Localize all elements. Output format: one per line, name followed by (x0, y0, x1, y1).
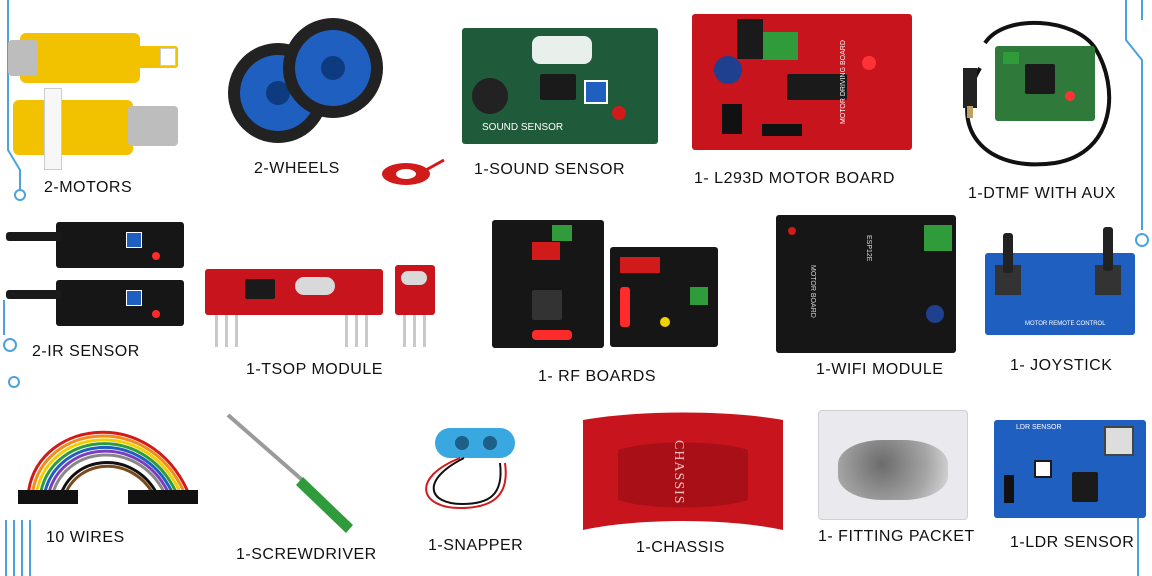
screwdriver-image (226, 413, 353, 533)
label-ir-sensor: 2-IR SENSOR (32, 343, 140, 360)
wifi-board-text: MOTOR BOARD (809, 265, 816, 318)
wifi-chip-text: ESP12E (865, 235, 872, 262)
tsop-module-image (205, 265, 445, 355)
label-tsop: 1-TSOP MODULE (246, 361, 383, 378)
sound-sensor-board-text: SOUND SENSOR (482, 122, 564, 133)
wheels-image (228, 18, 383, 153)
label-fitting-packet: 1- FITTING PACKET (818, 528, 975, 545)
ir-sensor-image (6, 220, 186, 332)
label-wires: 10 WIRES (46, 529, 125, 546)
ldr-sensor-image: LDR SENSOR (994, 420, 1146, 518)
snapper-image (425, 428, 515, 510)
rf-boards-image (492, 215, 722, 365)
label-screwdriver: 1-SCREWDRIVER (236, 546, 377, 563)
sound-sensor-image: SOUND SENSOR (462, 28, 658, 144)
wires-image (18, 430, 198, 504)
fitting-packet-image (818, 410, 968, 520)
motor-board-image: MOTOR DRIVING BOARD (692, 14, 912, 150)
motors-image (8, 28, 193, 170)
label-motor-board: 1- L293D MOTOR BOARD (694, 170, 895, 187)
joystick-image: MOTOR REMOTE CONTROL (985, 225, 1140, 340)
label-ldr: 1-LDR SENSOR (1010, 534, 1135, 551)
ldr-board-text: LDR SENSOR (1016, 424, 1062, 431)
dtmf-aux-image (945, 8, 1130, 178)
chassis-image: CHASSIS (578, 410, 788, 535)
wire-bundle-icon (382, 158, 445, 185)
label-rf-boards: 1- RF BOARDS (538, 368, 657, 385)
label-motors: 2-MOTORS (44, 179, 133, 196)
label-sound-sensor: 1-SOUND SENSOR (474, 161, 626, 178)
label-dtmf: 1-DTMF WITH AUX (968, 185, 1116, 202)
label-snapper: 1-SNAPPER (428, 537, 524, 554)
joystick-board-text: MOTOR REMOTE CONTROL (1025, 321, 1106, 327)
label-wifi: 1-WIFI MODULE (816, 361, 944, 378)
motor-board-text: MOTOR DRIVING BOARD (840, 40, 847, 124)
chassis-text: CHASSIS (671, 440, 686, 505)
circuit-decoration-left (3, 0, 31, 576)
label-wheels: 2-WHEELS (254, 160, 340, 177)
wifi-module-image: MOTOR BOARD ESP12E (776, 215, 956, 353)
label-chassis: 1-CHASSIS (636, 539, 725, 556)
label-joystick: 1- JOYSTICK (1010, 357, 1113, 374)
